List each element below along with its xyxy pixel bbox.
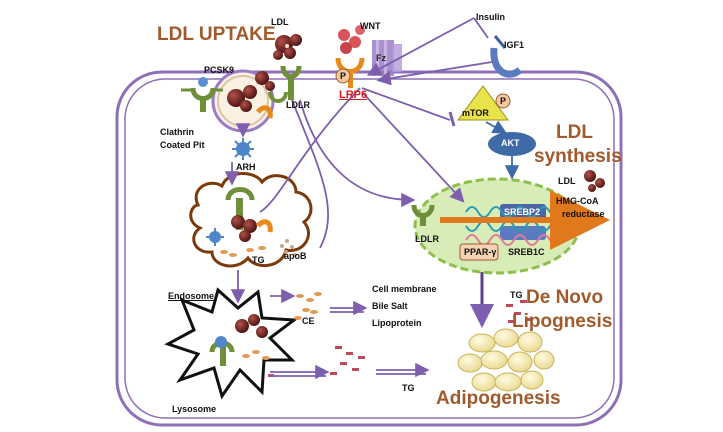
label-ldl-right: LDL [558,176,576,186]
label-ldlr-nucleus: LDLR [415,234,439,244]
label-srebp2: SREBP2 [504,207,541,217]
label-insulin: Insulin [476,12,505,22]
label-cell-membrane: Cell membrane [372,284,437,294]
label-ce: CE [302,316,315,326]
label-tg-right: TG [510,290,523,300]
apob-particles [280,239,297,257]
mtor-node [457,85,511,121]
label-p-lrp6: P [340,71,347,81]
label-akt: AKT [501,138,520,148]
adipocyte-droplets [457,328,555,392]
clathrin-coated-pit [211,69,275,133]
label-ppar: PPAR-γ [464,247,497,257]
label-sreb1c: SREB1C [508,247,545,257]
heading-ldl-synthesis-1: LDL [556,122,593,143]
label-clathrin-2: Coated Pit [160,140,205,150]
lrp6-receptor [335,57,365,88]
label-endosome: Endosome [168,291,215,301]
label-lipoprotein: Lipoprotein [372,318,422,328]
ldlr-top-receptor [280,65,302,100]
label-wnt: WNT [360,21,381,31]
tg-particles-middle [330,346,365,375]
heading-ldl-synthesis-2: synthesis [534,146,622,167]
label-fz: Fz [376,53,386,63]
igf1-receptor [490,35,523,78]
label-pcsk9: PCSK9 [204,65,235,75]
label-igf1: IGF1 [504,40,525,50]
pathway-arrows [224,17,494,380]
ldl-particle-right [584,170,605,192]
akt-node [488,132,536,156]
label-ldl-top: LDL [271,17,289,27]
ldl-particle-top [273,34,302,60]
heading-adipogenesis: Adipogenesis [436,388,561,409]
endosome [189,172,313,268]
label-clathrin-1: Clathrin [160,127,195,137]
nucleus [413,177,610,275]
akt-arrows [485,120,520,180]
label-arh: ARH [236,162,256,172]
ce-particles [294,292,322,320]
ldlr-nucleus-receptor [411,204,435,226]
label-hmg-2: reductase [562,209,605,219]
label-lysosome: Lysosome [172,404,217,414]
heading-ldl-uptake: LDL UPTAKE [157,24,276,45]
heading-de-novo-2: Lipognesis [512,311,613,332]
wnt-ligand [338,25,365,54]
pcsk9-receptor [181,77,223,112]
label-p-mtor: P [500,96,507,106]
label-tg-endosome: TG [252,255,265,265]
heading-de-novo-1: De Novo [526,287,604,308]
ldlr-pit-receptor [268,91,288,103]
lysosome [164,287,299,400]
label-apob: apoB [284,251,307,261]
label-ldlr-top: LDLR [286,100,310,110]
label-bile-salt: Bile Salt [372,301,408,311]
label-mtor: mTOR [462,108,489,118]
arh-adaptor [232,138,254,160]
label-tg-bottom: TG [402,383,415,393]
tg-particles-right [506,300,533,323]
label-lrp6: LRP6 [339,89,368,101]
label-hmg-1: HMG-CoA [556,196,599,206]
